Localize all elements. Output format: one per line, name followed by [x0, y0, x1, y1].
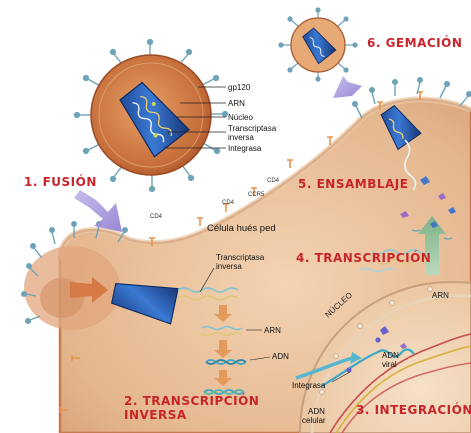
label-cd4-c: CD4 — [267, 178, 280, 184]
label-host-cell: Célula hués ped — [207, 223, 276, 234]
label-rt-2: inversa — [228, 133, 254, 142]
label-gp120: gp120 — [228, 83, 251, 92]
label-rt-rna: ARN — [264, 326, 281, 335]
step-6-budding: 6. GEMACIÓN — [367, 35, 462, 50]
label-integrase: Integrasa — [228, 144, 262, 153]
label-viral-dna-1: ADN — [382, 351, 399, 360]
virus-particle — [75, 40, 228, 192]
step-5-assembly: 5. ENSAMBLAJE — [298, 177, 408, 191]
step-3-integration: 3. INTEGRACIÓN — [356, 402, 471, 417]
step-2-reverse-transcription: 2. TRANSCRIPCIÓN — [124, 393, 259, 408]
label-cd4-b: CD4 — [222, 200, 235, 206]
label-core: Núcleo — [228, 113, 253, 122]
label-rt-cyto-2: inversa — [216, 262, 242, 271]
label-viral-dna-2: viral — [382, 360, 397, 369]
label-nucleus-rna: ARN — [432, 291, 449, 300]
fusion-arrow — [74, 190, 122, 232]
step-4-transcription: 4. TRANSCRIPCIÓN — [296, 250, 431, 265]
label-rt-dna: ADN — [272, 352, 289, 361]
label-cellular-dna-2: celular — [302, 416, 326, 425]
step-1-fusion: 1. FUSIÓN — [24, 174, 97, 189]
label-virus-rna: ARN — [228, 99, 245, 108]
label-cellular-dna-1: ADN — [308, 407, 325, 416]
label-integrase-nucleus: Integrasa — [292, 381, 326, 390]
label-cd4-a: CD4 — [150, 214, 163, 220]
step-2-reverse-transcription-line2: INVERSA — [124, 408, 187, 422]
label-rt-1: Transcriptasa — [228, 124, 277, 133]
label-rt-cyto-1: Transcriptasa — [216, 253, 265, 262]
budding-virus — [279, 8, 357, 81]
budding-arrow — [333, 76, 362, 98]
label-ccr5: CCR5 — [248, 192, 265, 198]
